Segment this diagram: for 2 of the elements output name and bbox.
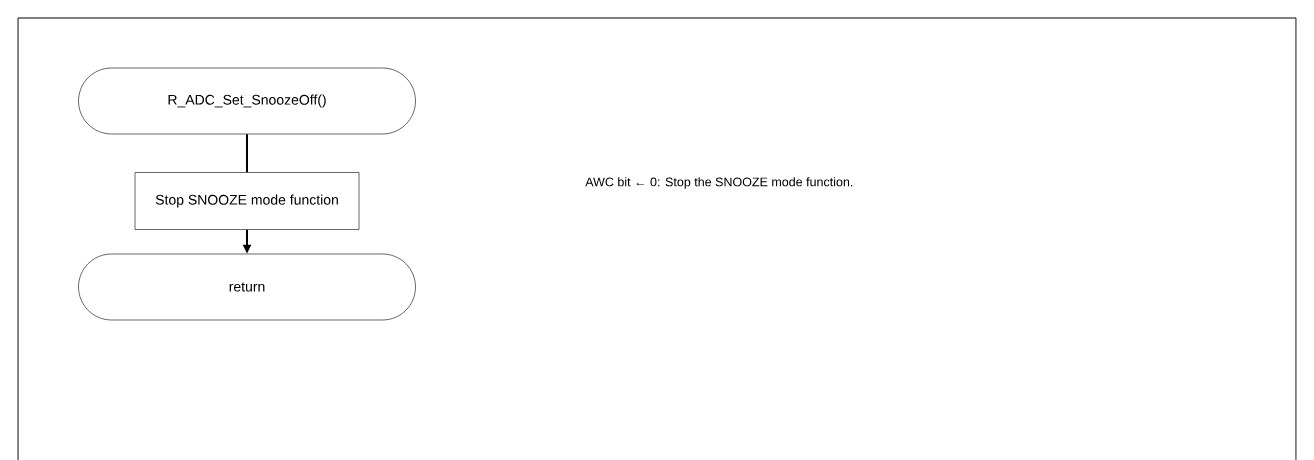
note-text: AWC bit ← 0: Stop the SNOOZE mode function.: [585, 177, 853, 189]
process-box: Stop SNOOZE mode function: [134, 172, 360, 230]
